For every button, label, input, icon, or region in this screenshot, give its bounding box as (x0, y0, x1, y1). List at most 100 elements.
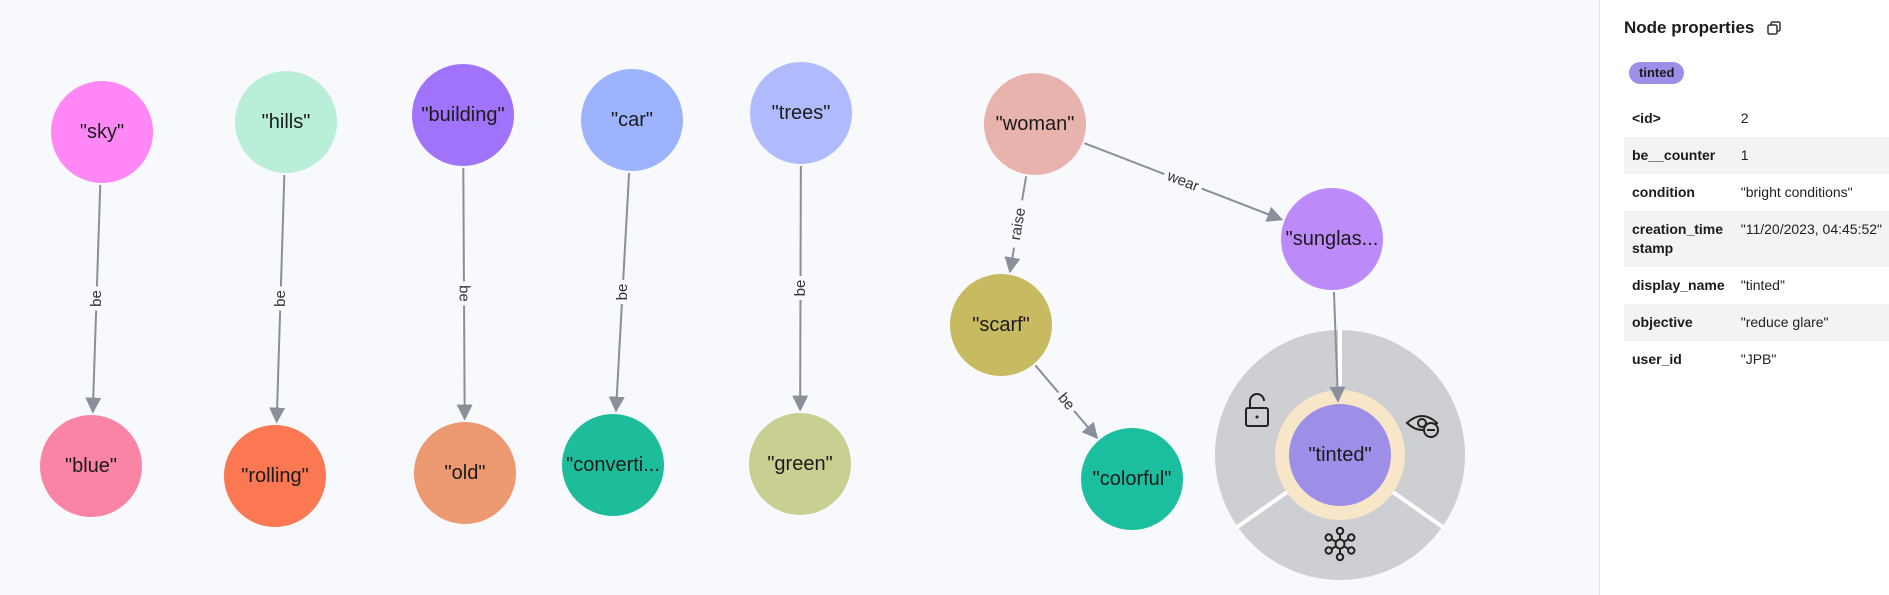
node-hills[interactable]: "hills" (235, 71, 337, 173)
edge-label: be (614, 284, 631, 301)
node-circle[interactable] (562, 414, 664, 516)
property-key: creation_timestamp (1632, 221, 1724, 256)
panel-header: Node properties (1624, 18, 1784, 38)
expand-graph-icon[interactable] (1324, 526, 1356, 562)
panel-title: Node properties (1624, 18, 1755, 37)
edge-label-group: be (454, 281, 473, 306)
property-row: creation_timestamp "11/20/2023, 04:45:52" (1624, 211, 1889, 267)
node-circle[interactable] (581, 69, 683, 171)
node-properties-panel: Node properties tinted <id> 2 be__counter 1… (1599, 0, 1889, 595)
edge-label-bg (271, 286, 290, 311)
node-rolling[interactable]: "rolling" (224, 425, 326, 527)
node-circle[interactable] (1081, 428, 1183, 530)
edge-sunglasses-tinted[interactable] (1329, 291, 1346, 403)
node-circle[interactable] (750, 62, 852, 164)
edge-label-group: raise (1005, 198, 1031, 250)
edge-label-bg (1051, 386, 1081, 417)
edge-label-bg (454, 281, 473, 306)
node-old[interactable]: "old" (414, 422, 516, 524)
property-key: objective (1632, 314, 1693, 330)
property-row: be__counter 1 (1624, 137, 1889, 174)
property-key: be__counter (1632, 147, 1716, 163)
node-circle[interactable] (224, 425, 326, 527)
edge-label: wear (1164, 167, 1201, 195)
radial-menu-divider (1389, 488, 1446, 530)
node-label: "sky" (80, 121, 124, 143)
property-row: user_id"JPB" (1624, 341, 1889, 378)
node-label: "building" (421, 104, 504, 126)
property-key: display_name (1632, 277, 1725, 293)
node-circle[interactable] (749, 413, 851, 515)
property-value: "tinted" (1740, 277, 1785, 293)
node-blue[interactable]: "blue" (40, 415, 142, 517)
edge-label: be (792, 280, 809, 297)
edge-label-group: be (1051, 386, 1081, 417)
node-sunglasses[interactable]: "sunglas... (1281, 188, 1383, 290)
node-green[interactable]: "green" (749, 413, 851, 515)
node-circle[interactable] (412, 64, 514, 166)
edge-label-bg (613, 280, 632, 305)
node-circle[interactable] (984, 73, 1086, 175)
node-label-badge[interactable]: tinted (1629, 62, 1685, 84)
node-label: "tinted" (1308, 444, 1371, 466)
edge-label: be (272, 290, 289, 307)
node-trees[interactable]: "trees" (750, 62, 852, 164)
node-label: "woman" (996, 113, 1075, 135)
edge-label-bg (1005, 198, 1031, 250)
node-scarf[interactable]: "scarf" (950, 274, 1052, 376)
node-sky[interactable]: "sky" (51, 81, 153, 183)
edge-label-group: be (87, 286, 106, 311)
copy-icon[interactable] (1764, 18, 1784, 38)
graph-svg[interactable]: be be be be be wear raise be "sky" "hills" "build… (0, 0, 1599, 595)
property-key: <id> (1632, 110, 1661, 126)
edge-label-bg (791, 276, 810, 300)
edge-label-group: wear (1161, 165, 1205, 197)
property-value: "JPB" (1740, 351, 1777, 367)
property-key: condition (1632, 184, 1695, 200)
node-circle[interactable] (950, 274, 1052, 376)
graph-canvas[interactable]: be be be be be wear raise be "sky" "hills" "build… (0, 0, 1599, 595)
node-circle[interactable] (1281, 188, 1383, 290)
node-convertible[interactable]: "converti... (562, 414, 664, 516)
node-label: "car" (611, 109, 653, 131)
edge-label: be (88, 290, 105, 307)
property-value: "reduce glare" (1740, 314, 1829, 330)
node-label: "converti... (566, 454, 660, 476)
property-row: <id> 2 (1624, 100, 1889, 137)
node-circle[interactable] (51, 81, 153, 183)
properties-table: <id> 2 be__counter 1 condition "bright condit… (1624, 100, 1889, 378)
property-value: 1 (1740, 147, 1749, 163)
node-label: "green" (767, 453, 832, 475)
property-value: "bright conditions" (1740, 184, 1853, 200)
node-label: "colorful" (1093, 468, 1172, 490)
edge-label-group: be (791, 276, 810, 300)
node-label: "sunglas... (1286, 228, 1379, 250)
edge-label-group: be (613, 280, 632, 305)
edge-label: be (455, 285, 472, 302)
node-label: "hills" (262, 111, 311, 133)
radial-menu-divider (1234, 488, 1291, 530)
property-row: display_name "tinted" (1624, 267, 1889, 304)
node-tinted[interactable]: "tinted" (1289, 404, 1391, 506)
node-circle[interactable] (1289, 404, 1391, 506)
node-label: "blue" (65, 455, 117, 477)
node-label: "trees" (772, 102, 831, 124)
property-row: objective "reduce glare" (1624, 304, 1889, 341)
node-building[interactable]: "building" (412, 64, 514, 166)
edge-label-bg (87, 286, 106, 311)
hide-eye-icon[interactable] (1405, 415, 1439, 438)
node-label: "old" (445, 462, 486, 484)
node-car[interactable]: "car" (581, 69, 683, 171)
edge-label: raise (1007, 207, 1029, 242)
property-value: "11/20/2023, 04:45:52" (1740, 221, 1882, 237)
edge-label-bg (1161, 165, 1205, 197)
node-circle[interactable] (414, 422, 516, 524)
node-circle[interactable] (40, 415, 142, 517)
unlock-icon[interactable] (1245, 393, 1269, 427)
node-label: "rolling" (241, 465, 309, 487)
node-colorful[interactable]: "colorful" (1081, 428, 1183, 530)
property-value: 2 (1740, 110, 1749, 126)
node-circle[interactable] (235, 71, 337, 173)
node-woman[interactable]: "woman" (984, 73, 1086, 175)
node-label: "scarf" (972, 314, 1030, 336)
